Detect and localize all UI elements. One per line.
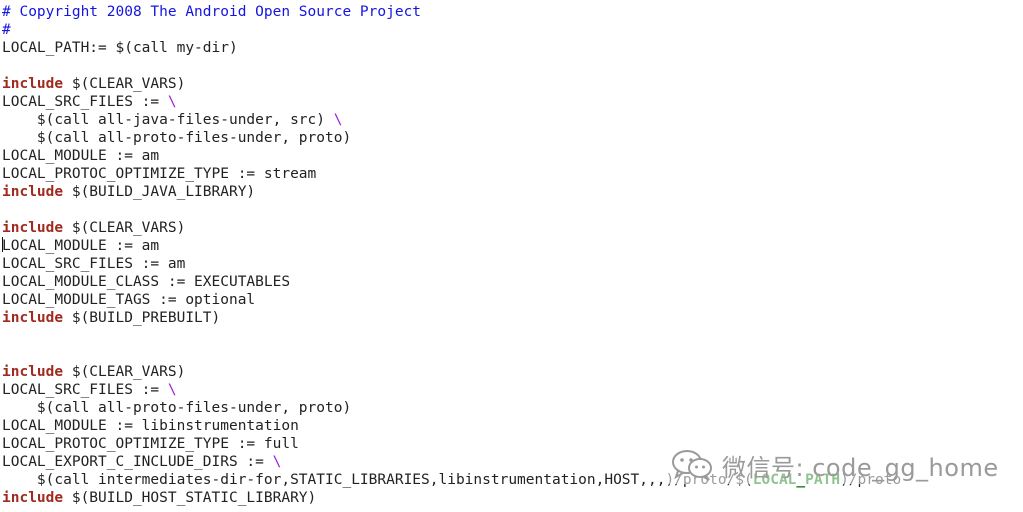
token-text: $(CLEAR_VARS) xyxy=(63,76,186,92)
code-line: include $(CLEAR_VARS) xyxy=(2,219,1021,237)
token-text: $(call all-proto-files-under, proto) xyxy=(2,130,352,146)
token-text: $(BUILD_PREBUILT) xyxy=(63,310,221,326)
token-text: LOCAL_SRC_FILES := xyxy=(2,382,168,398)
token-text: LOCAL_MODULE := am xyxy=(2,238,160,254)
code-line: include $(BUILD_HOST_STATIC_LIBRARY) xyxy=(2,489,1021,507)
watermark: 微信号: code_gg_home xyxy=(666,446,1005,484)
code-line: include $(BUILD_PREBUILT) xyxy=(2,309,1021,327)
token-text: LOCAL_SRC_FILES := am xyxy=(2,256,186,272)
code-line: LOCAL_SRC_FILES := am xyxy=(2,255,1021,273)
token-keyword: include xyxy=(2,364,64,380)
token-text: $(call all-java-files-under, src) xyxy=(2,112,334,128)
code-line: LOCAL_MODULE := libinstrumentation xyxy=(2,417,1021,435)
code-line: LOCAL_EXPORT_C_INCLUDE_DIRS := \ xyxy=(2,453,1021,471)
token-keyword: include xyxy=(2,490,64,506)
code-line: ​ xyxy=(2,201,1021,219)
code-line: LOCAL_MODULE_CLASS := EXECUTABLES xyxy=(2,273,1021,291)
text-cursor xyxy=(2,237,3,252)
token-comment: # Copyright 2008 The Android Open Source… xyxy=(2,4,422,20)
watermark-text: 微信号: code_gg_home xyxy=(722,453,999,482)
token-text: LOCAL_PROTOC_OPTIMIZE_TYPE := stream xyxy=(2,166,317,182)
code-line: include $(CLEAR_VARS) xyxy=(2,75,1021,93)
token-bs: \ xyxy=(167,94,177,110)
token-text: LOCAL_MODULE_TAGS := optional xyxy=(2,292,256,308)
code-line: $(call all-proto-files-under, proto) xyxy=(2,129,1021,147)
code-line: $(call all-proto-files-under, proto) xyxy=(2,399,1021,417)
code-line: include $(CLEAR_VARS) xyxy=(2,363,1021,381)
code-line: LOCAL_SRC_FILES := \ xyxy=(2,381,1021,399)
code-line: $(call all-java-files-under, src) \ xyxy=(2,111,1021,129)
code-line: LOCAL_MODULE := am xyxy=(2,237,1021,255)
code-line: LOCAL_PROTOC_OPTIMIZE_TYPE := full xyxy=(2,435,1021,453)
code-editor[interactable]: # Copyright 2008 The Android Open Source… xyxy=(2,3,1021,512)
token-text: LOCAL_MODULE_CLASS := EXECUTABLES xyxy=(2,274,291,290)
token-text: LOCAL_PROTOC_OPTIMIZE_TYPE := full xyxy=(2,436,299,452)
token-text: $(BUILD_HOST_STATIC_LIBRARY) xyxy=(63,490,317,506)
token-keyword: include xyxy=(2,310,64,326)
token-keyword: include xyxy=(2,220,64,236)
token-text: $(CLEAR_VARS) xyxy=(63,364,186,380)
token-text: $(CLEAR_VARS) xyxy=(63,220,186,236)
wechat-icon xyxy=(670,448,714,482)
token-text: $(call intermediates-dir-for,STATIC_LIBR… xyxy=(2,472,753,488)
code-line: LOCAL_MODULE_TAGS := optional xyxy=(2,291,1021,309)
code-line: # xyxy=(2,21,1021,39)
token-text: LOCAL_MODULE := am xyxy=(2,148,160,164)
token-text: $(call all-proto-files-under, proto) xyxy=(2,400,352,416)
token-keyword: include xyxy=(2,76,64,92)
code-line: LOCAL_PATH:= $(call my-dir) xyxy=(2,39,1021,57)
code-line: LOCAL_MODULE := am xyxy=(2,147,1021,165)
token-comment: # xyxy=(2,22,11,38)
token-bs: \ xyxy=(167,382,177,398)
code-line: ​ xyxy=(2,57,1021,75)
token-text: $(BUILD_JAVA_LIBRARY) xyxy=(63,184,256,200)
code-line: LOCAL_SRC_FILES := \ xyxy=(2,93,1021,111)
token-bs: \ xyxy=(272,454,282,470)
token-bs: \ xyxy=(333,112,343,128)
token-keyword: include xyxy=(2,184,64,200)
token-text: LOCAL_SRC_FILES := xyxy=(2,94,168,110)
code-line: ​ xyxy=(2,345,1021,363)
token-text: LOCAL_EXPORT_C_INCLUDE_DIRS := xyxy=(2,454,273,470)
code-line: include $(BUILD_JAVA_LIBRARY) xyxy=(2,183,1021,201)
token-text: LOCAL_MODULE := libinstrumentation xyxy=(2,418,299,434)
code-line: ​ xyxy=(2,327,1021,345)
token-text: LOCAL_PATH:= $(call my-dir) xyxy=(2,40,238,56)
code-line: # Copyright 2008 The Android Open Source… xyxy=(2,3,1021,21)
code-line: LOCAL_PROTOC_OPTIMIZE_TYPE := stream xyxy=(2,165,1021,183)
